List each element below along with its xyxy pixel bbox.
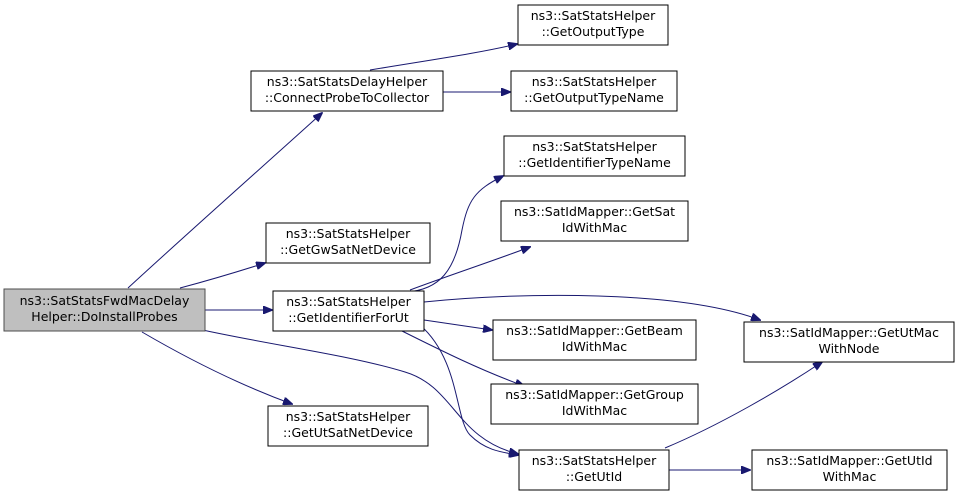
node-root[interactable]: ns3::SatStatsFwdMacDelay Helper::DoInsta… [3,288,206,332]
node-get-identifier-type-name[interactable]: ns3::SatStatsHelper ::GetIdentifierTypeN… [503,135,686,177]
node-getutid-line1: ns3::SatStatsHelper [532,453,657,468]
node-utmacnode-line1: ns3::SatIdMapper::GetUtMac [759,325,939,340]
node-get-gw-sat-net-device[interactable]: ns3::SatStatsHelper ::GetGwSatNetDevice [265,222,431,264]
node-get-sat-id-with-mac[interactable]: ns3::SatIdMapper::GetSat IdWithMac [500,200,689,242]
edge-getutid-utmacnode [664,362,822,449]
edge-identut-getutid [419,324,518,455]
node-outtypename-line2: ::GetOutputTypeName [524,90,664,105]
node-get-ut-mac-with-node[interactable]: ns3::SatIdMapper::GetUtMac WithNode [743,321,955,363]
node-get-ut-id[interactable]: ns3::SatStatsHelper ::GetUtId [518,449,670,491]
node-utmacnode-line2: WithNode [818,341,879,356]
node-get-output-type[interactable]: ns3::SatStatsHelper ::GetOutputType [517,4,669,46]
edge-root-getutid [197,328,518,454]
node-idtypename-line1: ns3::SatStatsHelper [532,139,657,154]
node-get-ut-id-with-mac[interactable]: ns3::SatIdMapper::GetUtId WithMac [751,449,948,491]
node-idtypename-line2: ::GetIdentifierTypeName [518,155,671,170]
node-satidmac-line1: ns3::SatIdMapper::GetSat [514,204,675,219]
node-groupid-line2: IdWithMac [562,403,627,418]
node-beamid-line1: ns3::SatIdMapper::GetBeam [506,323,683,338]
node-outtypename-line1: ns3::SatStatsHelper [532,74,657,89]
node-get-output-type-name[interactable]: ns3::SatStatsHelper ::GetOutputTypeName [510,70,678,112]
node-get-identifier-for-ut[interactable]: ns3::SatStatsHelper ::GetIdentifierForUt [272,290,425,332]
node-get-group-id-with-mac[interactable]: ns3::SatIdMapper::GetGroup IdWithMac [490,383,699,425]
node-beamid-line2: IdWithMac [562,339,627,354]
node-root-line1: ns3::SatStatsFwdMacDelay [20,293,190,308]
edge-connect-outtype [369,44,517,71]
edge-identut-idtypename [405,176,503,293]
node-root-line2: Helper::DoInstallProbes [31,309,177,324]
node-utidmac-line2: WithMac [823,469,877,484]
node-satidmac-line2: IdWithMac [562,220,627,235]
node-groupid-line1: ns3::SatIdMapper::GetGroup [505,387,684,402]
node-connect-probe-to-collector[interactable]: ns3::SatStatsDelayHelper ::ConnectProbeT… [250,70,444,112]
node-connect-line1: ns3::SatStatsDelayHelper [267,74,428,89]
node-utsat-line1: ns3::SatStatsHelper [286,409,411,424]
node-connect-line2: ::ConnectProbeToCollector [265,90,430,105]
edge-root-utsat [141,331,292,404]
node-outtype-line2: ::GetOutputType [542,24,645,39]
edge-identut-satidmac [409,247,530,291]
edges [127,44,822,470]
edge-identut-beamid [423,319,492,330]
node-gwsat-line2: ::GetGwSatNetDevice [280,242,416,257]
edge-identut-groupid [399,329,524,386]
edge-root-gwsat [179,263,265,289]
node-identut-line1: ns3::SatStatsHelper [286,294,411,309]
node-identut-line2: ::GetIdentifierForUt [288,310,409,325]
node-outtype-line1: ns3::SatStatsHelper [531,8,656,23]
edge-identut-utmacnode [423,294,760,320]
node-utidmac-line1: ns3::SatIdMapper::GetUtId [766,453,932,468]
node-getutid-line2: ::GetUtId [566,469,622,484]
node-gwsat-line1: ns3::SatStatsHelper [286,226,411,241]
node-get-ut-sat-net-device[interactable]: ns3::SatStatsHelper ::GetUtSatNetDevice [267,405,429,447]
node-get-beam-id-with-mac[interactable]: ns3::SatIdMapper::GetBeam IdWithMac [492,319,697,361]
node-utsat-line2: ::GetUtSatNetDevice [283,425,413,440]
edge-root-connect [127,113,322,289]
